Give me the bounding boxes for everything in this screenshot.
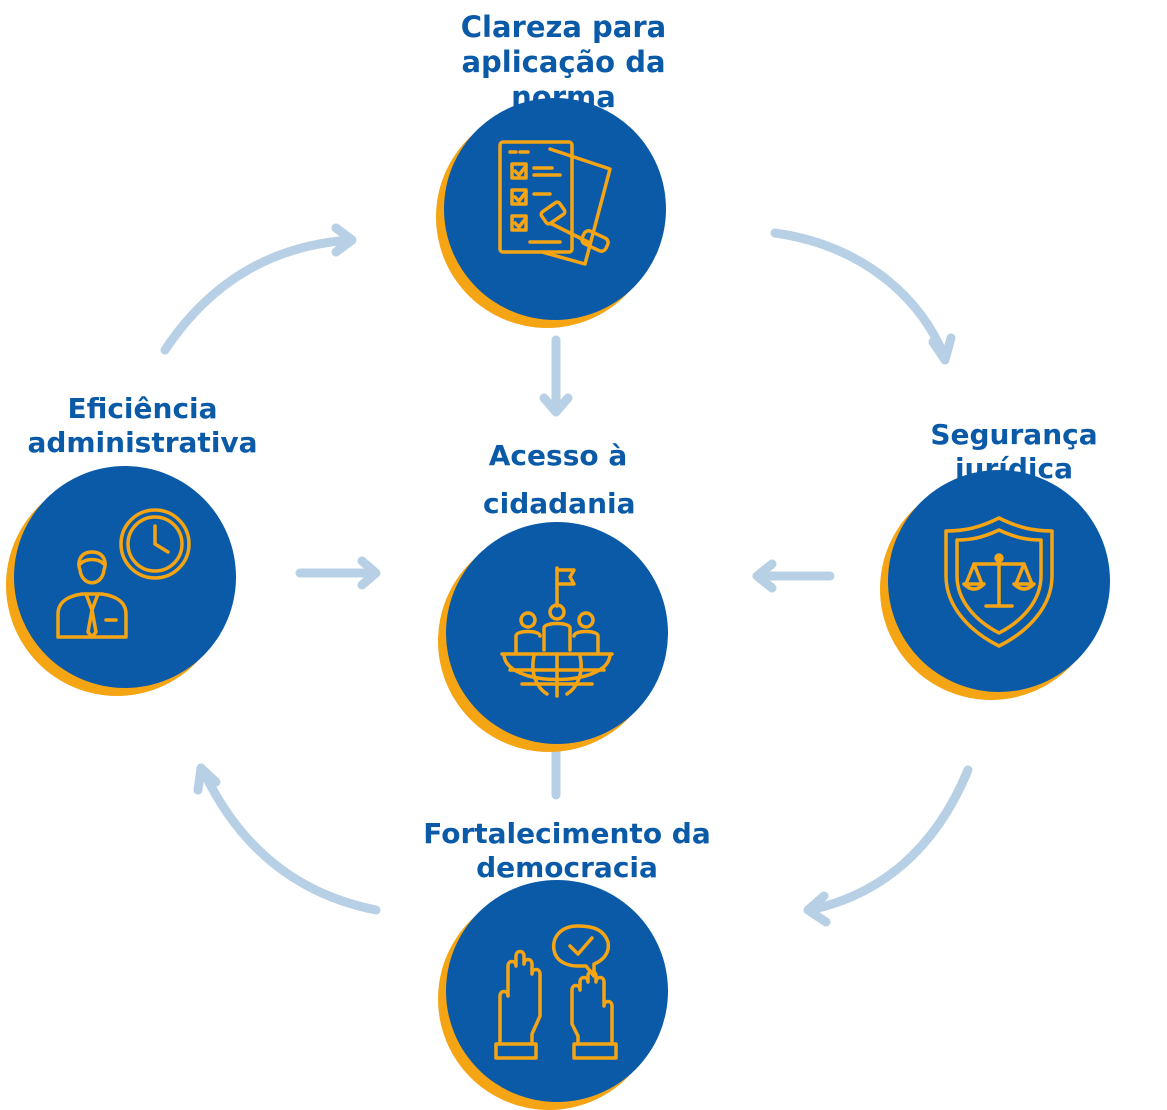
shield-scales-icon — [944, 516, 1054, 648]
node-disc — [446, 880, 668, 1102]
arrowhead-eficiencia-to-clareza — [331, 223, 357, 257]
arrow-clareza-to-seguranca — [770, 228, 950, 363]
checklist-gavel-icon — [498, 140, 612, 266]
node-clareza — [436, 98, 674, 328]
arrow-fortalecimento-to-eficiencia — [198, 765, 381, 915]
arrowhead-seguranca-to-fortalecimento — [803, 891, 831, 927]
node-acesso — [438, 522, 676, 752]
arrowhead-fortalecimento-to-eficiencia — [193, 763, 221, 795]
node-fortalecimento — [438, 880, 676, 1110]
arrowhead-clareza-to-acesso — [539, 393, 573, 417]
arrowhead-eficiencia-to-acesso — [357, 556, 381, 590]
raised-hands-vote-icon — [494, 924, 618, 1060]
node-disc — [444, 98, 666, 320]
node-eficiencia — [6, 466, 244, 696]
label-fortalecimento: Fortalecimento da democracia — [423, 817, 711, 884]
arrowhead-clareza-to-seguranca — [928, 333, 956, 365]
arrowhead-seguranca-to-acesso — [752, 559, 777, 593]
employee-clock-icon — [56, 508, 191, 639]
arrow-seguranca-to-fortalecimento — [805, 765, 973, 915]
node-disc — [446, 522, 668, 744]
label-eficiencia: Eficiência administrativa — [27, 392, 258, 459]
label-acesso: Acesso à cidadania — [483, 439, 636, 520]
node-disc — [14, 466, 236, 688]
people-globe-flag-icon — [500, 566, 614, 698]
node-seguranca — [880, 470, 1118, 700]
arrow-eficiencia-to-clareza — [160, 235, 355, 355]
